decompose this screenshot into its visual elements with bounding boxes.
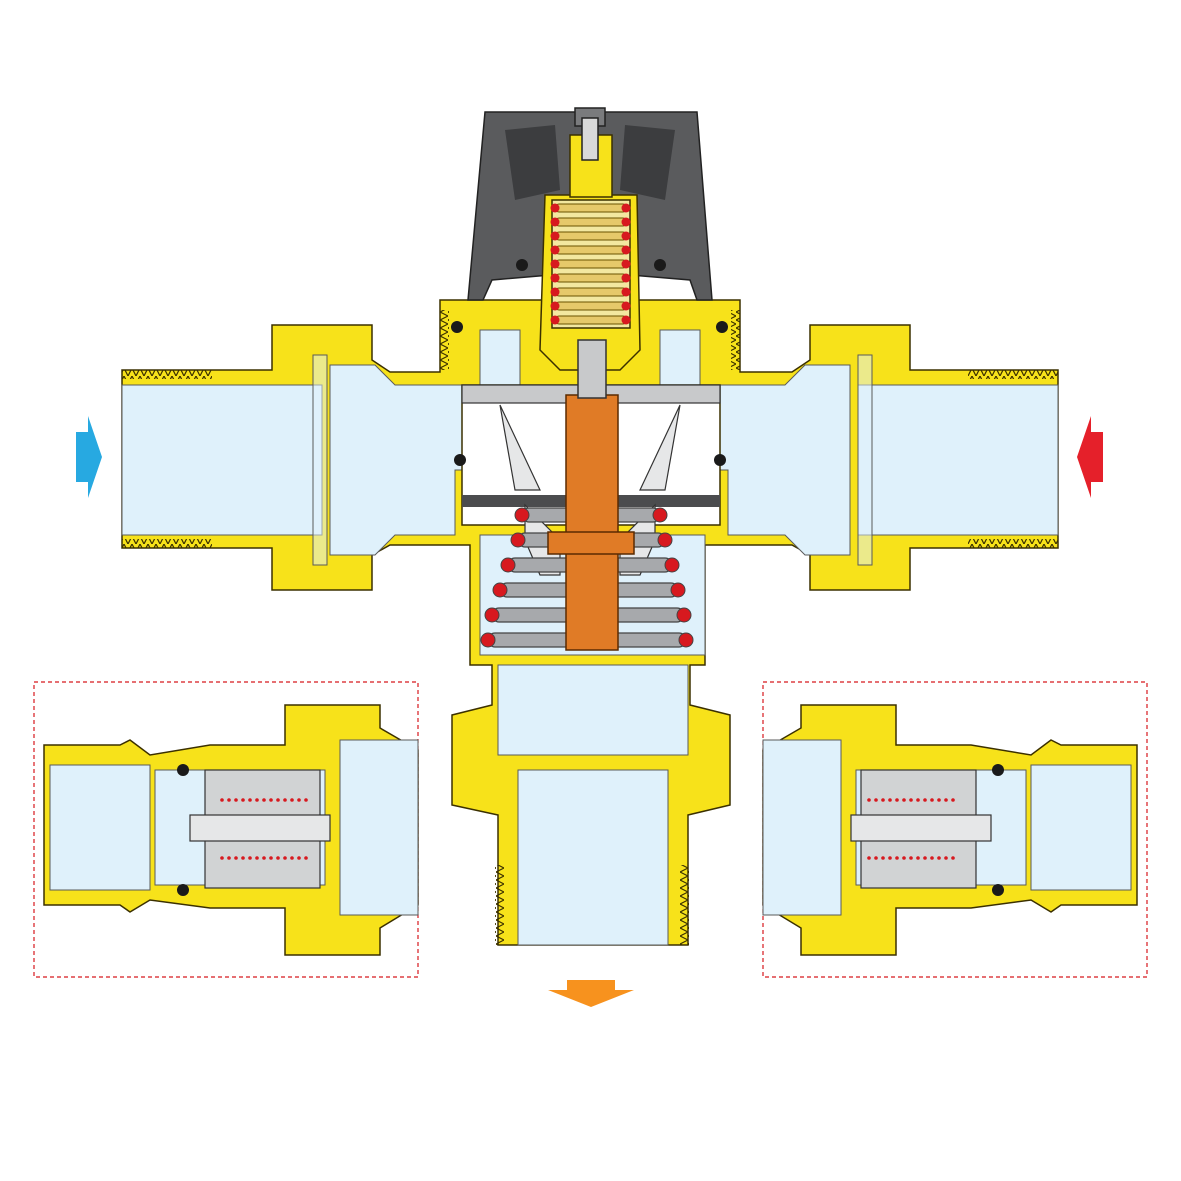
spring-coil-dot xyxy=(621,231,631,241)
spring-coil-dot xyxy=(874,856,878,860)
spring-coil-dot xyxy=(923,856,927,860)
spring-coil-dot xyxy=(951,798,955,802)
hot-inlet-arrow xyxy=(1077,416,1103,498)
spring-coil-dot xyxy=(550,217,560,227)
spring-coil-dot xyxy=(621,301,631,311)
cold-inlet-arrow xyxy=(76,416,102,498)
spring-coil-dot xyxy=(895,798,899,802)
spring-coil-dot xyxy=(678,632,694,648)
spring-coil-dot xyxy=(269,798,273,802)
spring-coil-dot xyxy=(297,798,301,802)
spring-coil-dot xyxy=(621,315,631,325)
spring-coil-dot xyxy=(888,856,892,860)
spring-coil-dot xyxy=(944,856,948,860)
spring-coil-dot xyxy=(492,582,508,598)
spring-coil-dot xyxy=(916,856,920,860)
spring-coil-dot xyxy=(220,856,224,860)
o-rings xyxy=(451,259,728,466)
spring-coil-dot xyxy=(304,798,308,802)
spring-coil-dot xyxy=(550,203,560,213)
spring-coil-dot xyxy=(276,798,280,802)
mixed-outlet-arrow xyxy=(548,980,634,1007)
spring-coil-dot xyxy=(881,856,885,860)
spring-coil-dot xyxy=(550,259,560,269)
spring-coil-dot xyxy=(262,798,266,802)
spring-coil-dot xyxy=(951,856,955,860)
spring-coil-dot xyxy=(234,856,238,860)
top-spring xyxy=(550,203,631,325)
right-check-valve-detail xyxy=(762,681,1148,978)
spring-coil-dot xyxy=(241,798,245,802)
spring-coil-dot xyxy=(621,217,631,227)
spring-coil-dot xyxy=(944,798,948,802)
spring-coil-dot xyxy=(510,532,526,548)
spring-coil-dot xyxy=(255,856,259,860)
spring-coil-dot xyxy=(480,632,496,648)
spring-coil-dot xyxy=(220,798,224,802)
spring-coil-dot xyxy=(241,856,245,860)
spring-coil-dot xyxy=(867,798,871,802)
spring-coil-dot xyxy=(283,856,287,860)
spring-coil-dot xyxy=(895,856,899,860)
spring-coil-dot xyxy=(297,856,301,860)
spring-coil-dot xyxy=(937,856,941,860)
spring-coil-dot xyxy=(255,798,259,802)
spring-coil-dot xyxy=(909,798,913,802)
spring-coil-dot xyxy=(227,856,231,860)
spring-coil-dot xyxy=(304,856,308,860)
spring-coil-dot xyxy=(652,507,668,523)
spring-coil-dot xyxy=(937,798,941,802)
adjustment-knob xyxy=(467,107,713,301)
spring-coil-dot xyxy=(930,856,934,860)
left-check-valve-detail xyxy=(33,681,419,978)
spring-coil-dot xyxy=(276,856,280,860)
spring-coil-dot xyxy=(227,798,231,802)
spring-coil-dot xyxy=(916,798,920,802)
spring-coil-dot xyxy=(657,532,673,548)
spring-coil-dot xyxy=(888,798,892,802)
spring-coil-dot xyxy=(500,557,516,573)
spring-coil-dot xyxy=(881,798,885,802)
spring-coil-dot xyxy=(670,582,686,598)
spring-coil-dot xyxy=(262,856,266,860)
spring-coil-dot xyxy=(290,856,294,860)
spring-coil-dot xyxy=(550,245,560,255)
spring-coil-dot xyxy=(290,798,294,802)
spring-coil-dot xyxy=(902,856,906,860)
spring-coil-dot xyxy=(550,273,560,283)
spring-coil-dot xyxy=(909,856,913,860)
spring-coil-dot xyxy=(867,856,871,860)
spring-coil-dot xyxy=(676,607,692,623)
spring-coil-dot xyxy=(269,856,273,860)
spring-coil-dot xyxy=(248,798,252,802)
spring-coil-dot xyxy=(550,301,560,311)
water-passages xyxy=(121,329,1059,946)
spring-coil-dot xyxy=(621,259,631,269)
spring-coil-dot xyxy=(923,798,927,802)
spring-coil-dot xyxy=(514,507,530,523)
spring-coil-dot xyxy=(874,798,878,802)
spring-coil-dot xyxy=(621,287,631,297)
spring-coil-dot xyxy=(550,287,560,297)
spring-coil-dot xyxy=(234,798,238,802)
spring-coil-dot xyxy=(902,798,906,802)
spring-coil-dot xyxy=(621,203,631,213)
spring-coil-dot xyxy=(550,315,560,325)
spring-coil-dot xyxy=(248,856,252,860)
spring-coil-dot xyxy=(484,607,500,623)
spring-coil-dot xyxy=(621,273,631,283)
spring-coil-dot xyxy=(550,231,560,241)
spring-coil-dot xyxy=(621,245,631,255)
spring-coil-dot xyxy=(283,798,287,802)
spring-coil-dot xyxy=(930,798,934,802)
spring-coil-dot xyxy=(664,557,680,573)
wax-thermal-element xyxy=(547,339,635,651)
